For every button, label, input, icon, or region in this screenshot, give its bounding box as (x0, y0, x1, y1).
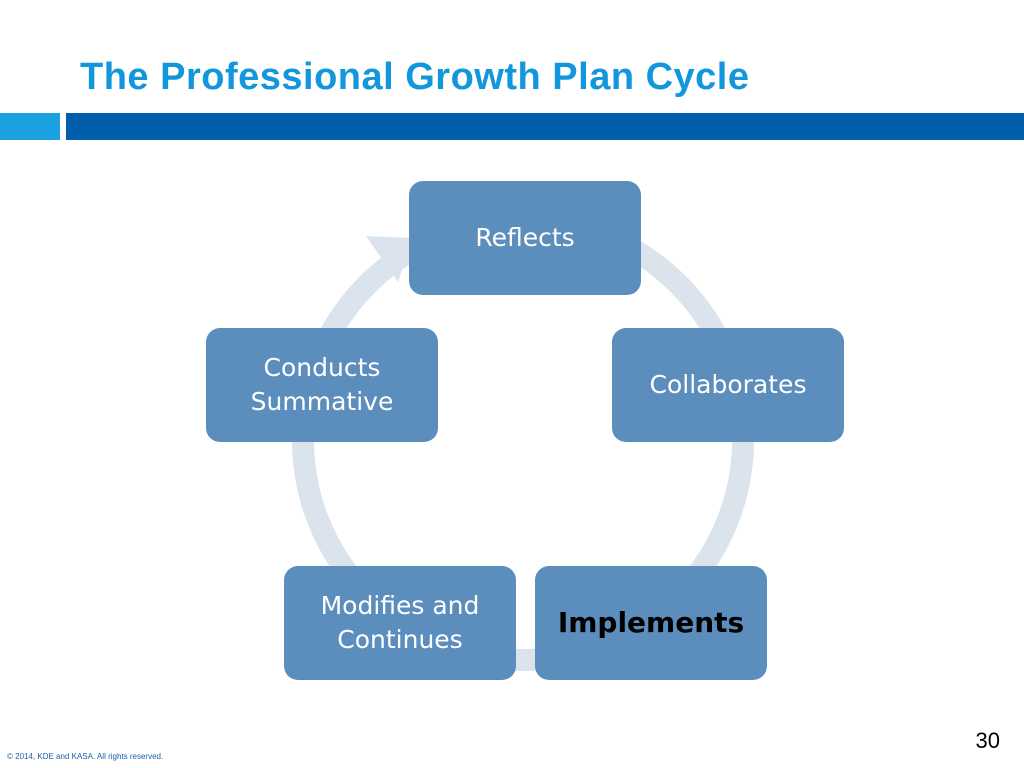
node-label-reflects: Reflects (475, 223, 575, 253)
node-label-implements: Implements (557, 606, 745, 640)
node-label-collaborates: Collaborates (649, 370, 807, 400)
node-modifies-and-continues: Modifies and Continues (284, 566, 516, 680)
copyright-footer: © 2014, KDE and KASA. All rights reserve… (7, 752, 164, 761)
node-conducts-summative: Conducts Summative (206, 328, 438, 442)
slide-title: The Professional Growth Plan Cycle (80, 56, 750, 98)
node-label-modifies-and-continues: Modifies and Continues (320, 591, 480, 654)
page-number: 30 (975, 728, 1000, 753)
node-collaborates: Collaborates (612, 328, 844, 442)
node-implements: Implements (535, 566, 767, 680)
node-label-conducts-summative: Conducts Summative (250, 353, 394, 416)
accent-bar-dark (66, 113, 1024, 140)
node-reflects: Reflects (409, 181, 641, 295)
accent-bar-light (0, 113, 60, 140)
cycle-arrowhead (366, 236, 412, 282)
